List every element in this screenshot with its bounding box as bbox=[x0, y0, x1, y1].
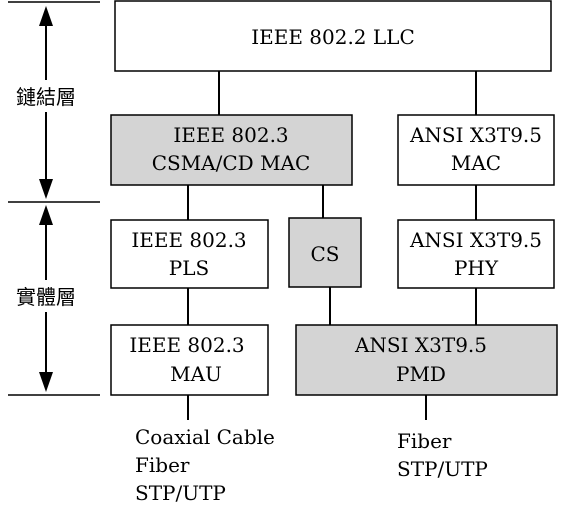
physical-layer-label: 實體層 bbox=[16, 285, 76, 309]
ieee-media-item: STP/UTP bbox=[135, 481, 226, 505]
box-mau-line2: MAU bbox=[170, 362, 222, 386]
box-csma-cd-mac-line2: CSMA/CD MAC bbox=[152, 151, 311, 175]
box-csma-cd-mac: IEEE 802.3 CSMA/CD MAC bbox=[110, 114, 353, 186]
box-ieee-llc-line1: IEEE 802.2 LLC bbox=[251, 25, 415, 49]
box-pls-line2: PLS bbox=[169, 256, 209, 280]
box-ansi-phy-line1: ANSI X3T9.5 bbox=[409, 228, 542, 252]
ansi-media-item: Fiber bbox=[397, 429, 452, 453]
connectors bbox=[187, 71, 477, 420]
box-ansi-mac: ANSI X3T9.5 MAC bbox=[397, 114, 555, 186]
physical-layer-arrow bbox=[39, 205, 53, 392]
box-ansi-mac-line2: MAC bbox=[451, 151, 501, 175]
box-pls: IEEE 802.3 PLS bbox=[110, 219, 269, 289]
box-mau: IEEE 802.3 MAU bbox=[110, 324, 269, 396]
ansi-media-list: Fiber STP/UTP bbox=[397, 429, 488, 481]
box-ansi-phy-line2: PHY bbox=[454, 256, 499, 280]
box-cs: CS bbox=[288, 217, 362, 288]
ieee-media-item: Coaxial Cable bbox=[135, 425, 275, 449]
box-ansi-pmd-line2: PMD bbox=[396, 362, 446, 386]
ansi-media-item: STP/UTP bbox=[397, 457, 488, 481]
box-ansi-mac-line1: ANSI X3T9.5 bbox=[409, 123, 542, 147]
box-cs-line1: CS bbox=[310, 242, 339, 266]
box-ansi-pmd: ANSI X3T9.5 PMD bbox=[295, 324, 558, 396]
data-link-layer-label: 鏈結層 bbox=[16, 85, 76, 109]
data-link-layer-arrow bbox=[39, 6, 53, 199]
box-pls-line1: IEEE 802.3 bbox=[131, 228, 246, 252]
box-mau-line1: IEEE 802.3 bbox=[129, 333, 244, 357]
box-ieee-llc: IEEE 802.2 LLC bbox=[114, 0, 552, 72]
box-ansi-pmd-line1: ANSI X3T9.5 bbox=[354, 333, 487, 357]
box-ansi-phy: ANSI X3T9.5 PHY bbox=[397, 219, 555, 289]
ieee-media-list: Coaxial Cable Fiber STP/UTP bbox=[135, 425, 275, 505]
box-csma-cd-mac-line1: IEEE 802.3 bbox=[173, 123, 288, 147]
ieee-media-item: Fiber bbox=[135, 453, 190, 477]
